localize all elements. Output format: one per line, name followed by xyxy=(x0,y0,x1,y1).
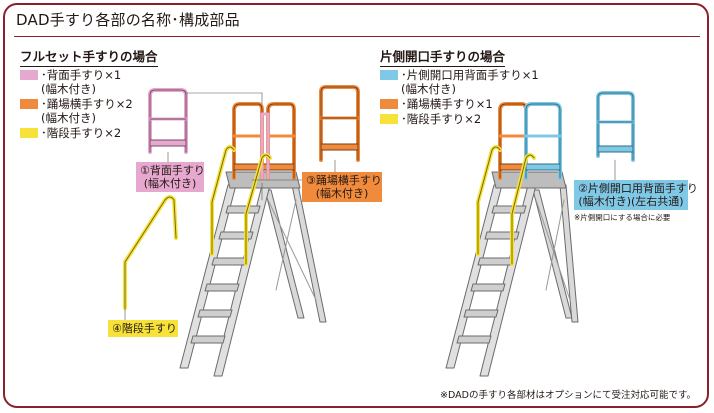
title-divider xyxy=(14,36,700,37)
callout-sublabel: (幅木付き) xyxy=(315,187,369,200)
legend-item-stair-rail: ･階段手すり×2 xyxy=(380,112,481,126)
callout-label: ①背面手すり xyxy=(140,164,205,177)
legend-sublabel: (幅木付き) xyxy=(41,111,96,125)
legend-label: ･踊場横手すり×2 xyxy=(41,97,133,111)
orange-swatch xyxy=(380,99,398,109)
open-rear-rail-part xyxy=(596,91,635,162)
open-side-note: ※片側開口にする場合に必要 xyxy=(574,213,671,222)
open-rear-rail-callout: ②片側開口用背面手すり (幅木付き)(左右共通) xyxy=(574,180,698,210)
legend-label: ･背面手すり×1 xyxy=(41,68,122,82)
legend-label: ･階段手すり×2 xyxy=(401,112,482,126)
legend-item-stair-rail: ･階段手すり×2 xyxy=(20,126,121,140)
legend-sublabel: (幅木付き) xyxy=(41,82,96,96)
rear-rail-callout: ①背面手すり (幅木付き) xyxy=(136,162,205,192)
legend-label: ･踊場横手すり×1 xyxy=(401,97,493,111)
legend-item-landing-rail: ･踊場横手すり×2(幅木付き) xyxy=(20,97,133,125)
legend-sublabel: (幅木付き) xyxy=(401,82,456,96)
legend-item-rear-rail: ･背面手すり×1(幅木付き) xyxy=(20,68,121,96)
legend-label: ･階段手すり×2 xyxy=(41,126,122,140)
page-title: DAD手すり各部の名称･構成部品 xyxy=(16,11,240,29)
legend-item-landing-rail: ･踊場横手すり×1 xyxy=(380,97,493,111)
blue-swatch xyxy=(380,70,398,80)
stair-rail-callout: ④階段手すり xyxy=(108,320,178,337)
yellow-swatch xyxy=(380,114,398,124)
orange-swatch xyxy=(20,99,38,109)
right-ladder xyxy=(445,102,579,377)
option-footnote: ※DADの手すり各部材はオプションにて受注対応可能です。 xyxy=(440,390,696,401)
callout-label: ④階段手すり xyxy=(112,322,177,335)
rear-rail-part xyxy=(148,88,188,154)
fullset-heading: フルセット手すりの場合 xyxy=(20,46,158,67)
legend-item-open-rear-rail: ･片側開口用背面手すり×1(幅木付き) xyxy=(380,68,539,96)
left-ladder xyxy=(179,102,327,377)
landing-rail-callout: ③踊場横手すり (幅木付き) xyxy=(302,172,382,202)
pink-swatch xyxy=(20,70,38,80)
yellow-swatch xyxy=(20,128,38,138)
stair-rail-part xyxy=(123,195,178,310)
callout-sublabel: (幅木付き)(左右共通) xyxy=(578,195,684,208)
callout-sublabel: (幅木付き) xyxy=(143,177,197,190)
one-side-open-heading: 片側開口手すりの場合 xyxy=(380,46,506,67)
legend-label: ･片側開口用背面手すり×1 xyxy=(401,68,539,82)
callout-label: ②片側開口用背面手すり xyxy=(578,182,698,195)
landing-rail-part xyxy=(319,85,360,162)
callout-label: ③踊場横手すり xyxy=(306,174,382,187)
